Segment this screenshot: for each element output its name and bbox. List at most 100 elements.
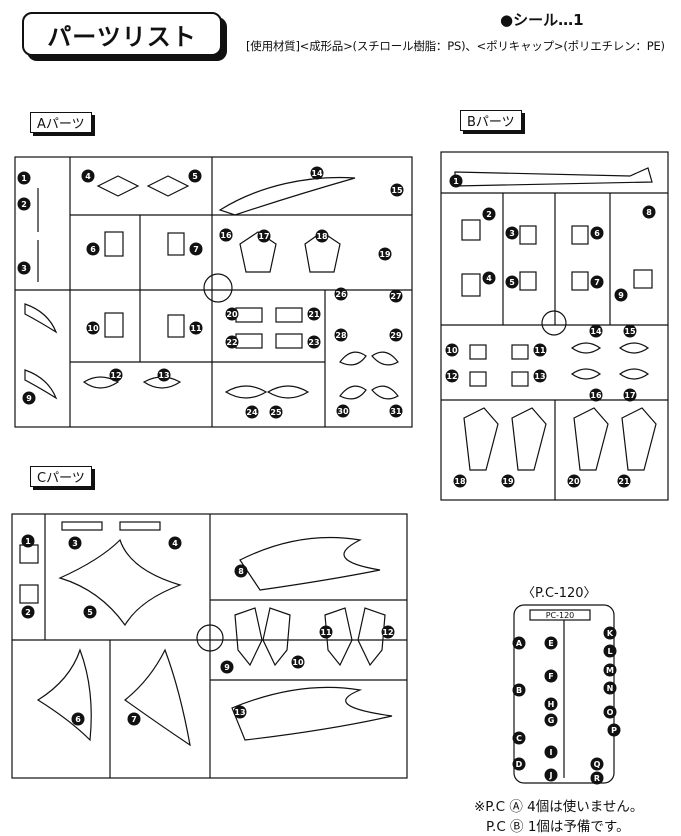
part-number-b-19: 19 xyxy=(501,474,515,488)
svg-text:8: 8 xyxy=(238,567,244,576)
svg-text:14: 14 xyxy=(590,327,602,336)
svg-text:9: 9 xyxy=(618,291,624,300)
svg-text:19: 19 xyxy=(502,477,514,486)
part-number-a-25: 25 xyxy=(269,405,283,419)
seal-count: ●シール…1 xyxy=(500,11,584,29)
svg-text:D: D xyxy=(516,760,523,769)
pc-letter-H: H xyxy=(544,697,558,711)
pc-letter-F: F xyxy=(544,669,558,683)
part-number-b-8: 8 xyxy=(642,205,656,219)
pc-letter-J: J xyxy=(544,768,558,782)
part-number-a-20: 20 xyxy=(225,307,239,321)
part-number-a-17: 17 xyxy=(257,229,271,243)
svg-text:R: R xyxy=(594,774,600,783)
pc-letter-O: O xyxy=(603,705,617,719)
part-number-b-9: 9 xyxy=(614,288,628,302)
part-number-c-7: 7 xyxy=(127,712,141,726)
svg-text:22: 22 xyxy=(226,338,237,347)
svg-text:Q: Q xyxy=(594,760,601,769)
svg-text:1: 1 xyxy=(21,174,27,183)
svg-text:14: 14 xyxy=(311,169,323,178)
pc-letter-E: E xyxy=(544,636,558,650)
svg-text:B: B xyxy=(516,686,522,695)
pc-letter-Q: Q xyxy=(590,757,604,771)
part-number-b-2: 2 xyxy=(482,207,496,221)
svg-text:25: 25 xyxy=(270,408,282,417)
pc-letter-N: N xyxy=(603,681,617,695)
part-number-b-7: 7 xyxy=(590,275,604,289)
part-number-c-10: 10 xyxy=(291,655,305,669)
part-number-a-6: 6 xyxy=(86,242,100,256)
pc-letter-L: L xyxy=(603,644,617,658)
svg-text:12: 12 xyxy=(382,628,393,637)
svg-text:4: 4 xyxy=(172,539,178,548)
part-number-a-14: 14 xyxy=(310,166,324,180)
part-number-b-15: 15 xyxy=(623,324,637,338)
part-number-a-1: 1 xyxy=(17,171,31,185)
part-number-a-9: 9 xyxy=(22,391,36,405)
part-number-b-13: 13 xyxy=(533,369,547,383)
part-number-a-10: 10 xyxy=(86,321,100,335)
svg-text:5: 5 xyxy=(87,608,93,617)
part-number-a-26: 26 xyxy=(334,287,348,301)
runner-a-frame xyxy=(14,156,413,428)
svg-text:21: 21 xyxy=(618,477,630,486)
svg-text:3: 3 xyxy=(21,264,27,273)
part-number-b-3: 3 xyxy=(505,226,519,240)
svg-text:28: 28 xyxy=(335,331,347,340)
pc-letter-B: B xyxy=(512,683,526,697)
svg-text:O: O xyxy=(607,708,614,717)
part-number-a-31: 31 xyxy=(389,404,403,418)
part-number-a-3: 3 xyxy=(17,261,31,275)
svg-text:E: E xyxy=(548,639,553,648)
svg-text:6: 6 xyxy=(594,229,600,238)
svg-text:G: G xyxy=(548,716,555,725)
part-number-a-21: 21 xyxy=(307,307,321,321)
svg-text:29: 29 xyxy=(390,331,402,340)
svg-text:12: 12 xyxy=(446,372,457,381)
svg-text:17: 17 xyxy=(258,232,269,241)
svg-text:12: 12 xyxy=(110,371,121,380)
svg-text:5: 5 xyxy=(192,172,198,181)
svg-text:15: 15 xyxy=(624,327,636,336)
part-number-b-18: 18 xyxy=(453,474,467,488)
svg-text:13: 13 xyxy=(234,708,245,717)
svg-text:I: I xyxy=(550,748,553,757)
part-number-b-10: 10 xyxy=(445,343,459,357)
svg-text:4: 4 xyxy=(486,274,492,283)
svg-text:5: 5 xyxy=(509,278,515,287)
page-title-text: パーツリスト xyxy=(47,22,197,51)
part-number-b-21: 21 xyxy=(617,474,631,488)
svg-text:2: 2 xyxy=(25,608,31,617)
part-number-c-11: 11 xyxy=(319,625,333,639)
part-number-a-30: 30 xyxy=(336,404,350,418)
part-number-a-16: 16 xyxy=(219,228,233,242)
part-number-c-2: 2 xyxy=(21,605,35,619)
svg-text:13: 13 xyxy=(534,372,545,381)
svg-text:1: 1 xyxy=(453,177,459,186)
svg-text:C: C xyxy=(516,734,522,743)
part-number-c-3: 3 xyxy=(68,536,82,550)
svg-text:9: 9 xyxy=(26,394,32,403)
svg-text:26: 26 xyxy=(335,290,347,299)
svg-text:M: M xyxy=(606,666,614,675)
part-number-a-22: 22 xyxy=(225,335,239,349)
svg-text:N: N xyxy=(607,684,614,693)
svg-text:11: 11 xyxy=(320,628,332,637)
runner-c-label: Cパーツ xyxy=(30,466,92,487)
svg-text:H: H xyxy=(548,700,555,709)
svg-text:6: 6 xyxy=(90,245,96,254)
materials-note: [使用材質]<成形品>(スチロール樹脂：PS)、<ポリキャップ>(ポリエチレン：… xyxy=(246,39,665,53)
part-number-a-11: 11 xyxy=(189,321,203,335)
svg-text:18: 18 xyxy=(454,477,466,486)
svg-text:K: K xyxy=(607,629,614,638)
svg-text:20: 20 xyxy=(226,310,238,319)
part-number-b-14: 14 xyxy=(589,324,603,338)
part-number-a-27: 27 xyxy=(389,289,403,303)
part-number-a-28: 28 xyxy=(334,328,348,342)
part-number-b-12: 12 xyxy=(445,369,459,383)
svg-text:11: 11 xyxy=(190,324,202,333)
part-number-c-12: 12 xyxy=(381,625,395,639)
svg-text:31: 31 xyxy=(390,407,402,416)
part-number-b-6: 6 xyxy=(590,226,604,240)
